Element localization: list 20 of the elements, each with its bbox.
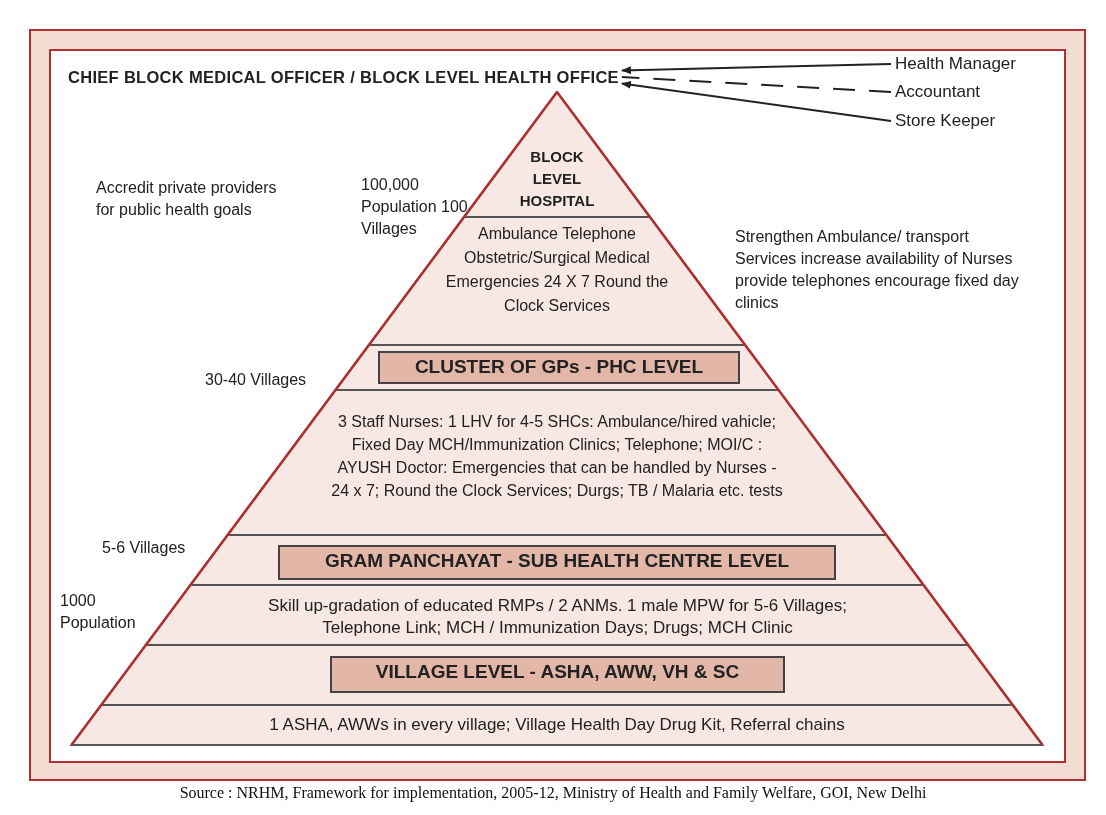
village-count-label: 30-40 Villages [205,370,307,390]
village-count-label: 5-6 Villages [102,538,186,558]
role-label: Accountant [895,81,981,103]
arrow [620,80,892,122]
tier-title: BLOCK LEVEL HOSPITAL [512,146,602,212]
dashed-line [620,76,892,93]
note-text: Accredit private providers for public health goals [96,178,278,220]
tier-text: Skill up-gradation of educated RMPs / 2 ANMs. 1 male MPW for 5-6 Villages; Telephone Link; MCH / Immunization Days; Drugs; MCH Clinic [235,595,880,639]
level-box: GRAM PANCHAYAT - SUB HEALTH CENTRE LEVEL [278,545,836,580]
arrow [620,63,892,75]
population-label: 1000 Population [60,591,137,633]
level-box: CLUSTER OF GPs - PHC LEVEL [378,351,740,384]
heading-text: CHIEF BLOCK MEDICAL OFFICER / BLOCK LEVEL HEALTH OFFICE [68,66,619,88]
level-box: VILLAGE LEVEL - ASHA, AWW, VH & SC [330,656,785,693]
tier-text: 1 ASHA, AWWs in every village; Village Health Day Drug Kit, Referral chains [157,714,957,736]
role-label: Health Manager [895,53,1016,75]
source-caption: Source : NRHM, Framework for implementation, 2005-12, Ministry of Health and Family Welfare, GOI, New Delhi [178,784,928,802]
tier-text: 3 Staff Nurses: 1 LHV for 4-5 SHCs: Ambulance/hired vahicle; Fixed Day MCH/Immunization Clinics; Telephone; MOI/C : AYUSH Doctor: Emergencies that can be handled by Nurses - 24 x 7; Round the Clock Services; Durgs; TB / Malaria etc. tests [327,410,787,502]
role-label: Store Keeper [895,110,996,132]
note-text: Strengthen Ambulance/ transport Services increase availability of Nurses provide telephones encourage fixed day clinics [735,227,1020,313]
